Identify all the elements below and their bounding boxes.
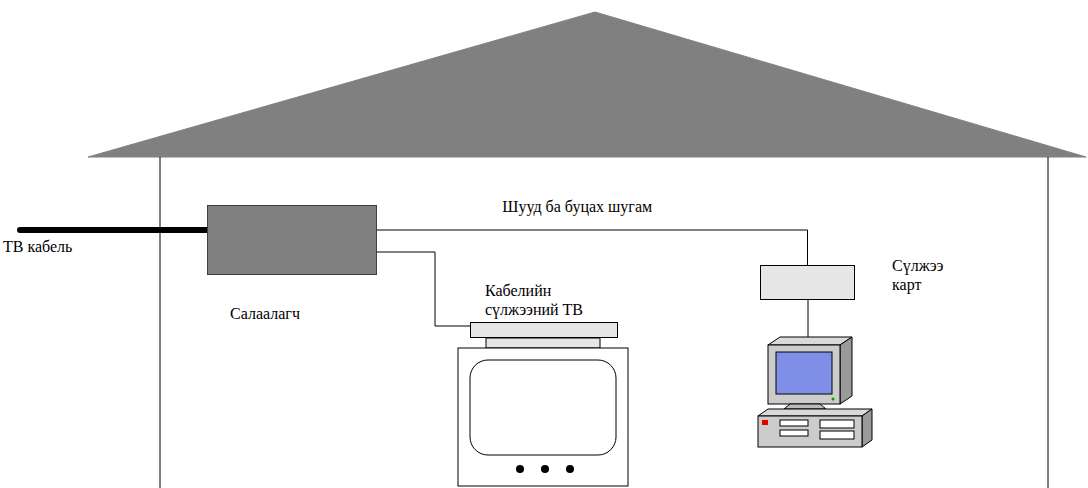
network-card-box: Сүлжээ карт — [760, 265, 855, 300]
computer — [758, 337, 872, 447]
wall — [1048, 157, 1049, 488]
node-label: Сүлжээ карт — [892, 256, 952, 294]
roof — [88, 12, 1086, 157]
connector-line — [377, 252, 470, 326]
node-label: Салаалагч — [230, 304, 300, 323]
cable-tv-box: Кабелийн сүлжээний ТВ — [470, 322, 618, 338]
tv-cable — [20, 227, 210, 233]
line-label: Шууд ба буцах шугам — [502, 198, 652, 216]
connector-line — [377, 230, 808, 265]
wall — [160, 157, 161, 488]
cable-label: ТВ кабель — [3, 238, 72, 256]
card-wire — [808, 300, 809, 340]
splitter-box: Салаалагч — [207, 205, 377, 275]
node-label: Кабелийн сүлжээний ТВ — [485, 281, 585, 319]
tv-set — [458, 338, 628, 486]
